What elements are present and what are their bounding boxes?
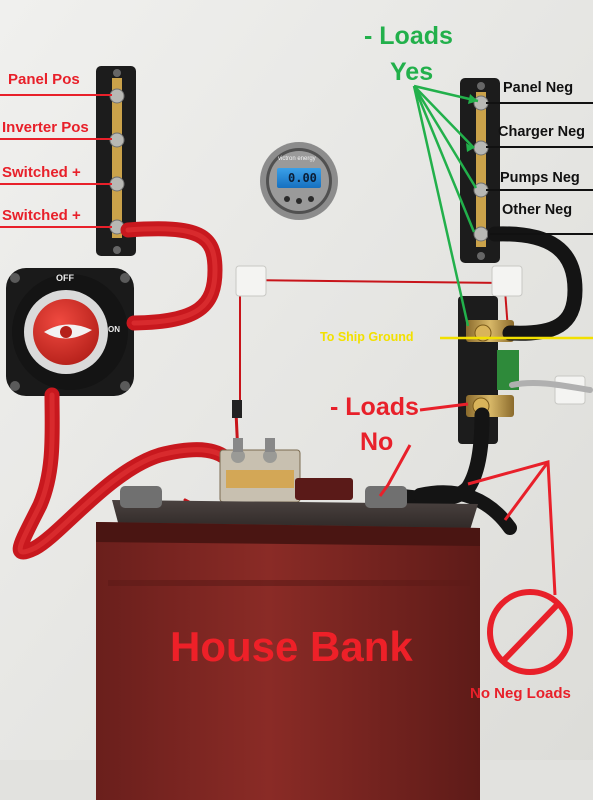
label-no-neg-loads: No Neg Loads bbox=[470, 685, 571, 702]
label-panel-pos: Panel Pos bbox=[8, 71, 80, 88]
label-switched-plus-1: Switched + bbox=[2, 164, 81, 181]
monitor-brand: victron energy bbox=[278, 156, 316, 162]
prohibition-symbol bbox=[487, 589, 573, 675]
battery bbox=[96, 478, 480, 800]
switch-on-text: ON bbox=[108, 325, 120, 334]
label-charger-neg: Charger Neg bbox=[498, 124, 586, 140]
loads-no-line1: - Loads bbox=[330, 393, 419, 421]
loads-no-arrows bbox=[378, 402, 557, 596]
positive-cables bbox=[12, 221, 242, 560]
label-other-neg: Other Neg bbox=[502, 202, 573, 218]
positive-label-pointers bbox=[0, 94, 112, 228]
label-panel-neg: Panel Neg bbox=[503, 80, 574, 96]
loads-yes-arrows bbox=[412, 84, 479, 327]
label-inverter-pos: Inverter Pos bbox=[2, 119, 89, 136]
label-ship-ground: To Ship Ground bbox=[320, 330, 414, 344]
negative-bus-bar bbox=[460, 78, 500, 263]
monitor-display: 0.00 bbox=[288, 171, 317, 185]
loads-no-line2: No bbox=[360, 428, 394, 456]
loads-yes-line1: - Loads bbox=[364, 22, 453, 50]
label-switched-plus-2: Switched + bbox=[2, 207, 81, 224]
shunt bbox=[458, 296, 519, 444]
switch-off-text: OFF bbox=[56, 273, 74, 283]
battery-monitor bbox=[260, 142, 338, 220]
fuse-block bbox=[219, 438, 301, 503]
negative-label-pointers bbox=[486, 102, 593, 235]
loads-yes-line2: Yes bbox=[390, 58, 434, 86]
battery-label: House Bank bbox=[170, 623, 413, 670]
battery-switch bbox=[6, 268, 134, 396]
negative-cables bbox=[390, 226, 593, 535]
label-pumps-neg: Pumps Neg bbox=[500, 170, 580, 186]
positive-bus-bar bbox=[96, 66, 136, 256]
